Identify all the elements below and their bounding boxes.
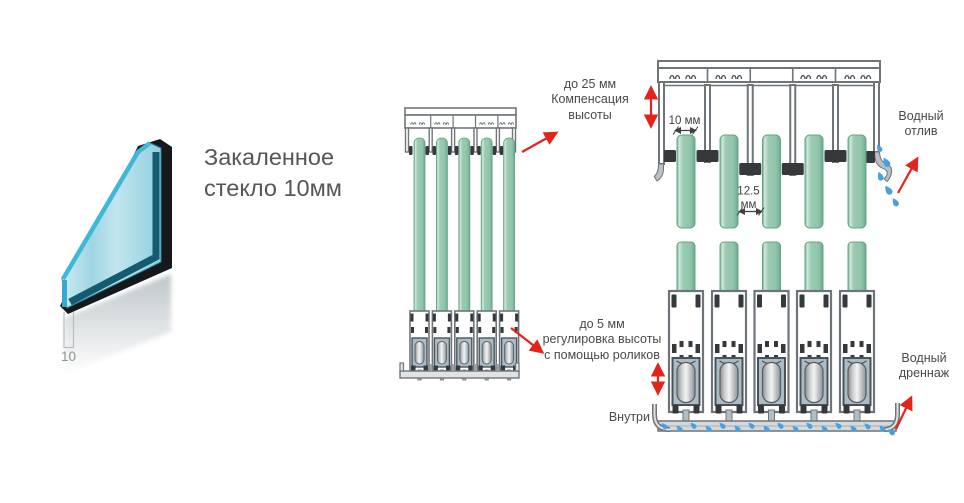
left-drip-foot	[653, 163, 664, 182]
arrow-water-drainage	[895, 395, 913, 430]
thickness-label: 10	[61, 349, 76, 364]
glass-edge-bright	[61, 141, 152, 281]
overview-bottom-rail	[399, 362, 520, 379]
glass-edge-dark-band	[68, 152, 160, 306]
label-roller-adjustment: до 5 мм регулировка высоты с помощью рол…	[542, 317, 662, 362]
label-height-compensation: до 25 мм Компенсация высоты	[551, 77, 629, 122]
overview-section-diagram	[399, 107, 520, 381]
dimension-glass-thickness: 10 мм	[669, 115, 701, 135]
dim-glass-label: 10 мм	[669, 115, 701, 127]
arrow-water-sill	[897, 156, 919, 194]
overview-glass-panels	[413, 137, 516, 331]
label-inside: Внутри	[608, 410, 650, 424]
overview-top-track	[404, 107, 517, 155]
dimension-panel-gap: 12.5 мм	[736, 186, 765, 216]
glass-reflection	[64, 274, 171, 374]
dim-gap-unit: мм	[741, 199, 757, 211]
glass-title: Закаленное стекло 10мм	[204, 144, 342, 202]
red-arrows	[510, 85, 919, 430]
arrow-to-height-compensation	[521, 131, 559, 153]
tempered-glass-3d: 10	[60, 139, 172, 374]
dim-gap-value: 12.5	[737, 186, 759, 198]
detail-section-diagram: 10 мм 12.5 мм	[652, 60, 900, 432]
overview-roller-carriages	[409, 310, 520, 381]
label-water-drainage: Водный дреннаж	[898, 351, 950, 381]
detail-roller-carriages	[667, 289, 876, 424]
detail-top-track	[653, 60, 893, 183]
detail-glass-panels-upper	[676, 134, 867, 229]
label-water-sill: Водный отлив	[898, 109, 944, 139]
arrow-to-roller-adjustment	[510, 327, 545, 354]
thickness-dimension	[63, 312, 75, 349]
detail-bottom-rail	[652, 403, 900, 432]
